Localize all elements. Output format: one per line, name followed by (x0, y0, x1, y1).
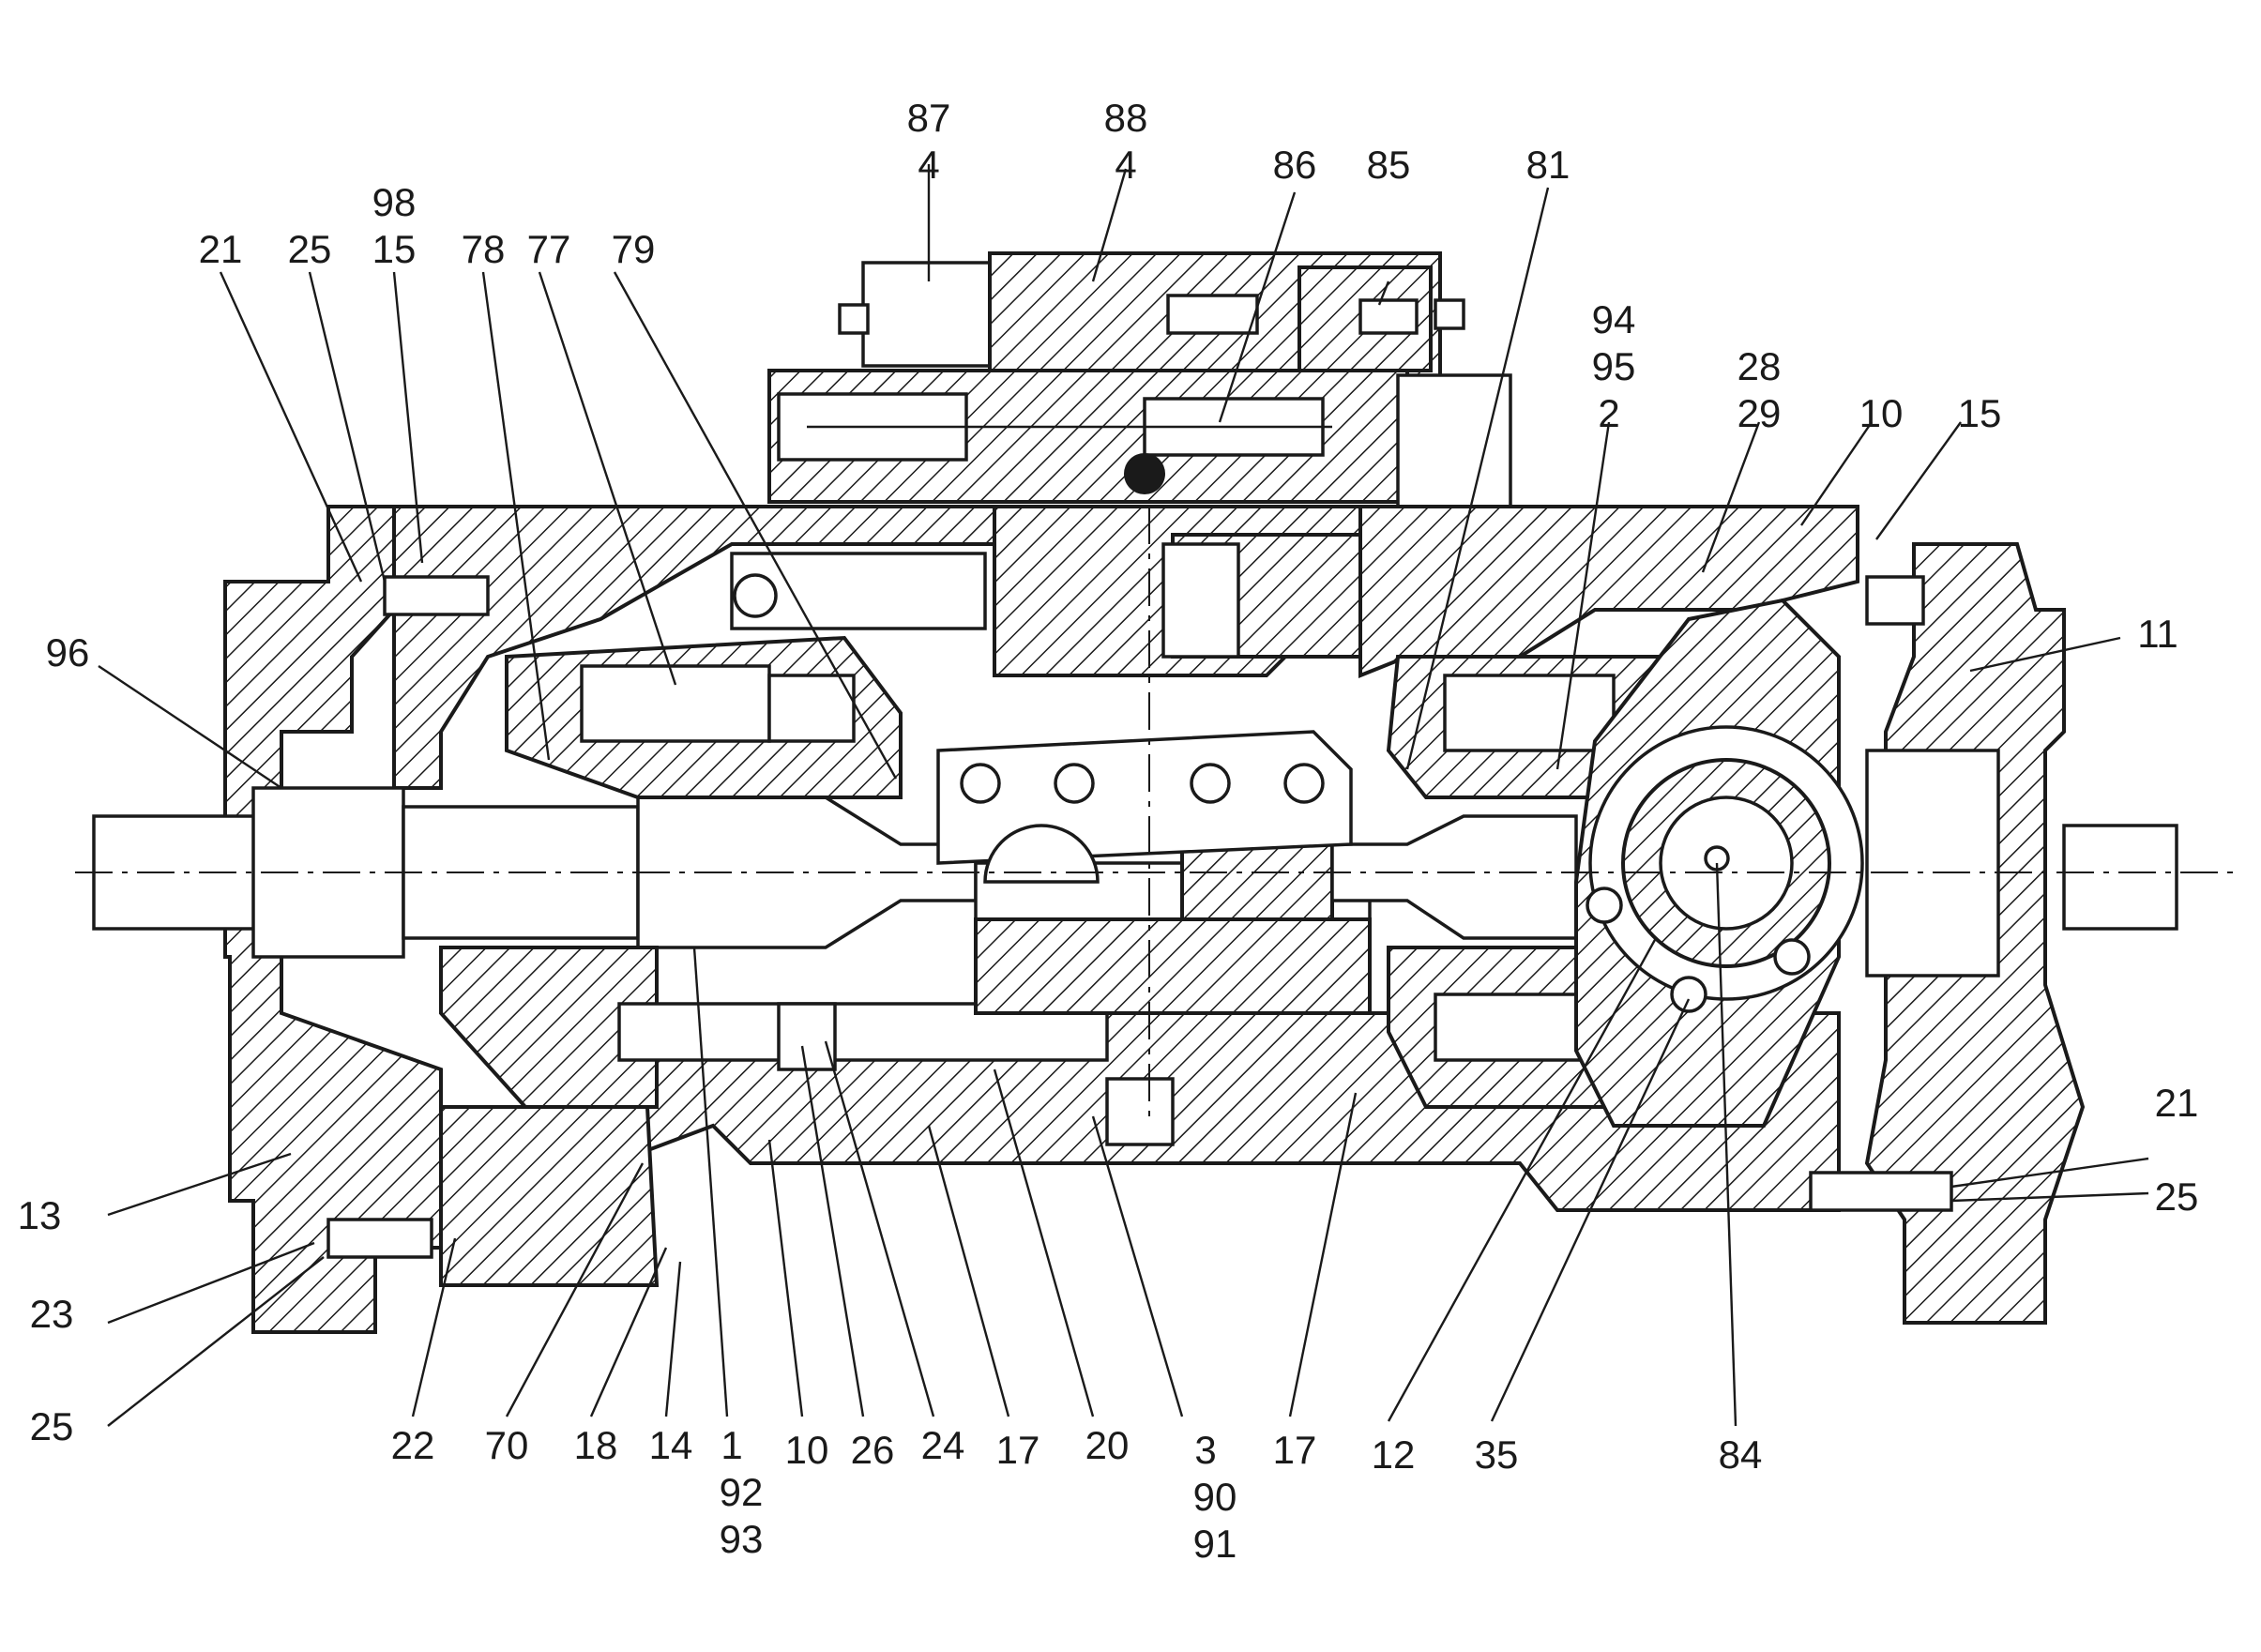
callout-2: 2 (1598, 391, 1619, 435)
callout-17-a: 17 (996, 1428, 1040, 1472)
callout-35: 35 (1475, 1432, 1519, 1477)
callout-21-a: 21 (199, 227, 243, 271)
callout-18: 18 (574, 1423, 618, 1467)
callout-84: 84 (1719, 1432, 1763, 1477)
callout-24: 24 (921, 1423, 965, 1467)
callout-20: 20 (1085, 1423, 1130, 1467)
callout-11: 11 (2137, 612, 2178, 656)
callout-77: 77 (527, 227, 571, 271)
callout-25-a: 25 (288, 227, 332, 271)
callout-15-a: 15 (372, 227, 417, 271)
leader-lines (98, 164, 2149, 1427)
callout-90: 90 (1193, 1475, 1237, 1519)
callout-25-c: 25 (2155, 1175, 2199, 1219)
callout-87: 87 (907, 96, 951, 140)
callout-93: 93 (720, 1517, 764, 1561)
callout-labels: 87 4 88 4 86 85 81 98 15 21 25 78 77 79 … (18, 96, 2199, 1566)
callout-21-b: 21 (2155, 1081, 2199, 1125)
control-valve-block (767, 251, 1512, 508)
callout-91: 91 (1193, 1522, 1237, 1566)
callout-10-a: 10 (1859, 391, 1904, 435)
callout-10-b: 10 (785, 1428, 829, 1472)
callout-79: 79 (612, 227, 656, 271)
gear-assembly (1574, 598, 1864, 1128)
callout-4-b: 4 (1115, 143, 1136, 187)
callout-22: 22 (391, 1423, 435, 1467)
callout-85: 85 (1367, 143, 1411, 187)
callout-23: 23 (30, 1292, 74, 1336)
callout-29: 29 (1737, 391, 1782, 435)
callout-13: 13 (18, 1193, 62, 1237)
callout-17-b: 17 (1273, 1428, 1317, 1472)
callout-96: 96 (46, 630, 90, 674)
callout-1: 1 (721, 1423, 742, 1467)
callout-15-b: 15 (1958, 391, 2002, 435)
callout-28: 28 (1737, 344, 1782, 388)
callout-25-b: 25 (30, 1404, 74, 1448)
callout-70: 70 (485, 1423, 529, 1467)
callout-4-a: 4 (918, 143, 939, 187)
callout-98: 98 (372, 180, 417, 224)
callout-81: 81 (1526, 143, 1571, 187)
callout-95: 95 (1592, 344, 1636, 388)
callout-14: 14 (649, 1423, 693, 1467)
center-gear-housing (730, 533, 1372, 1015)
bolts (326, 575, 1953, 1259)
callout-26: 26 (851, 1428, 895, 1472)
callout-92: 92 (720, 1470, 764, 1514)
callout-12: 12 (1372, 1432, 1416, 1477)
callout-88: 88 (1104, 96, 1148, 140)
callout-78: 78 (462, 227, 506, 271)
callout-3: 3 (1194, 1428, 1216, 1472)
cylinder-block-right (1386, 655, 1709, 1109)
callout-94: 94 (1592, 297, 1636, 341)
callout-86: 86 (1273, 143, 1317, 187)
